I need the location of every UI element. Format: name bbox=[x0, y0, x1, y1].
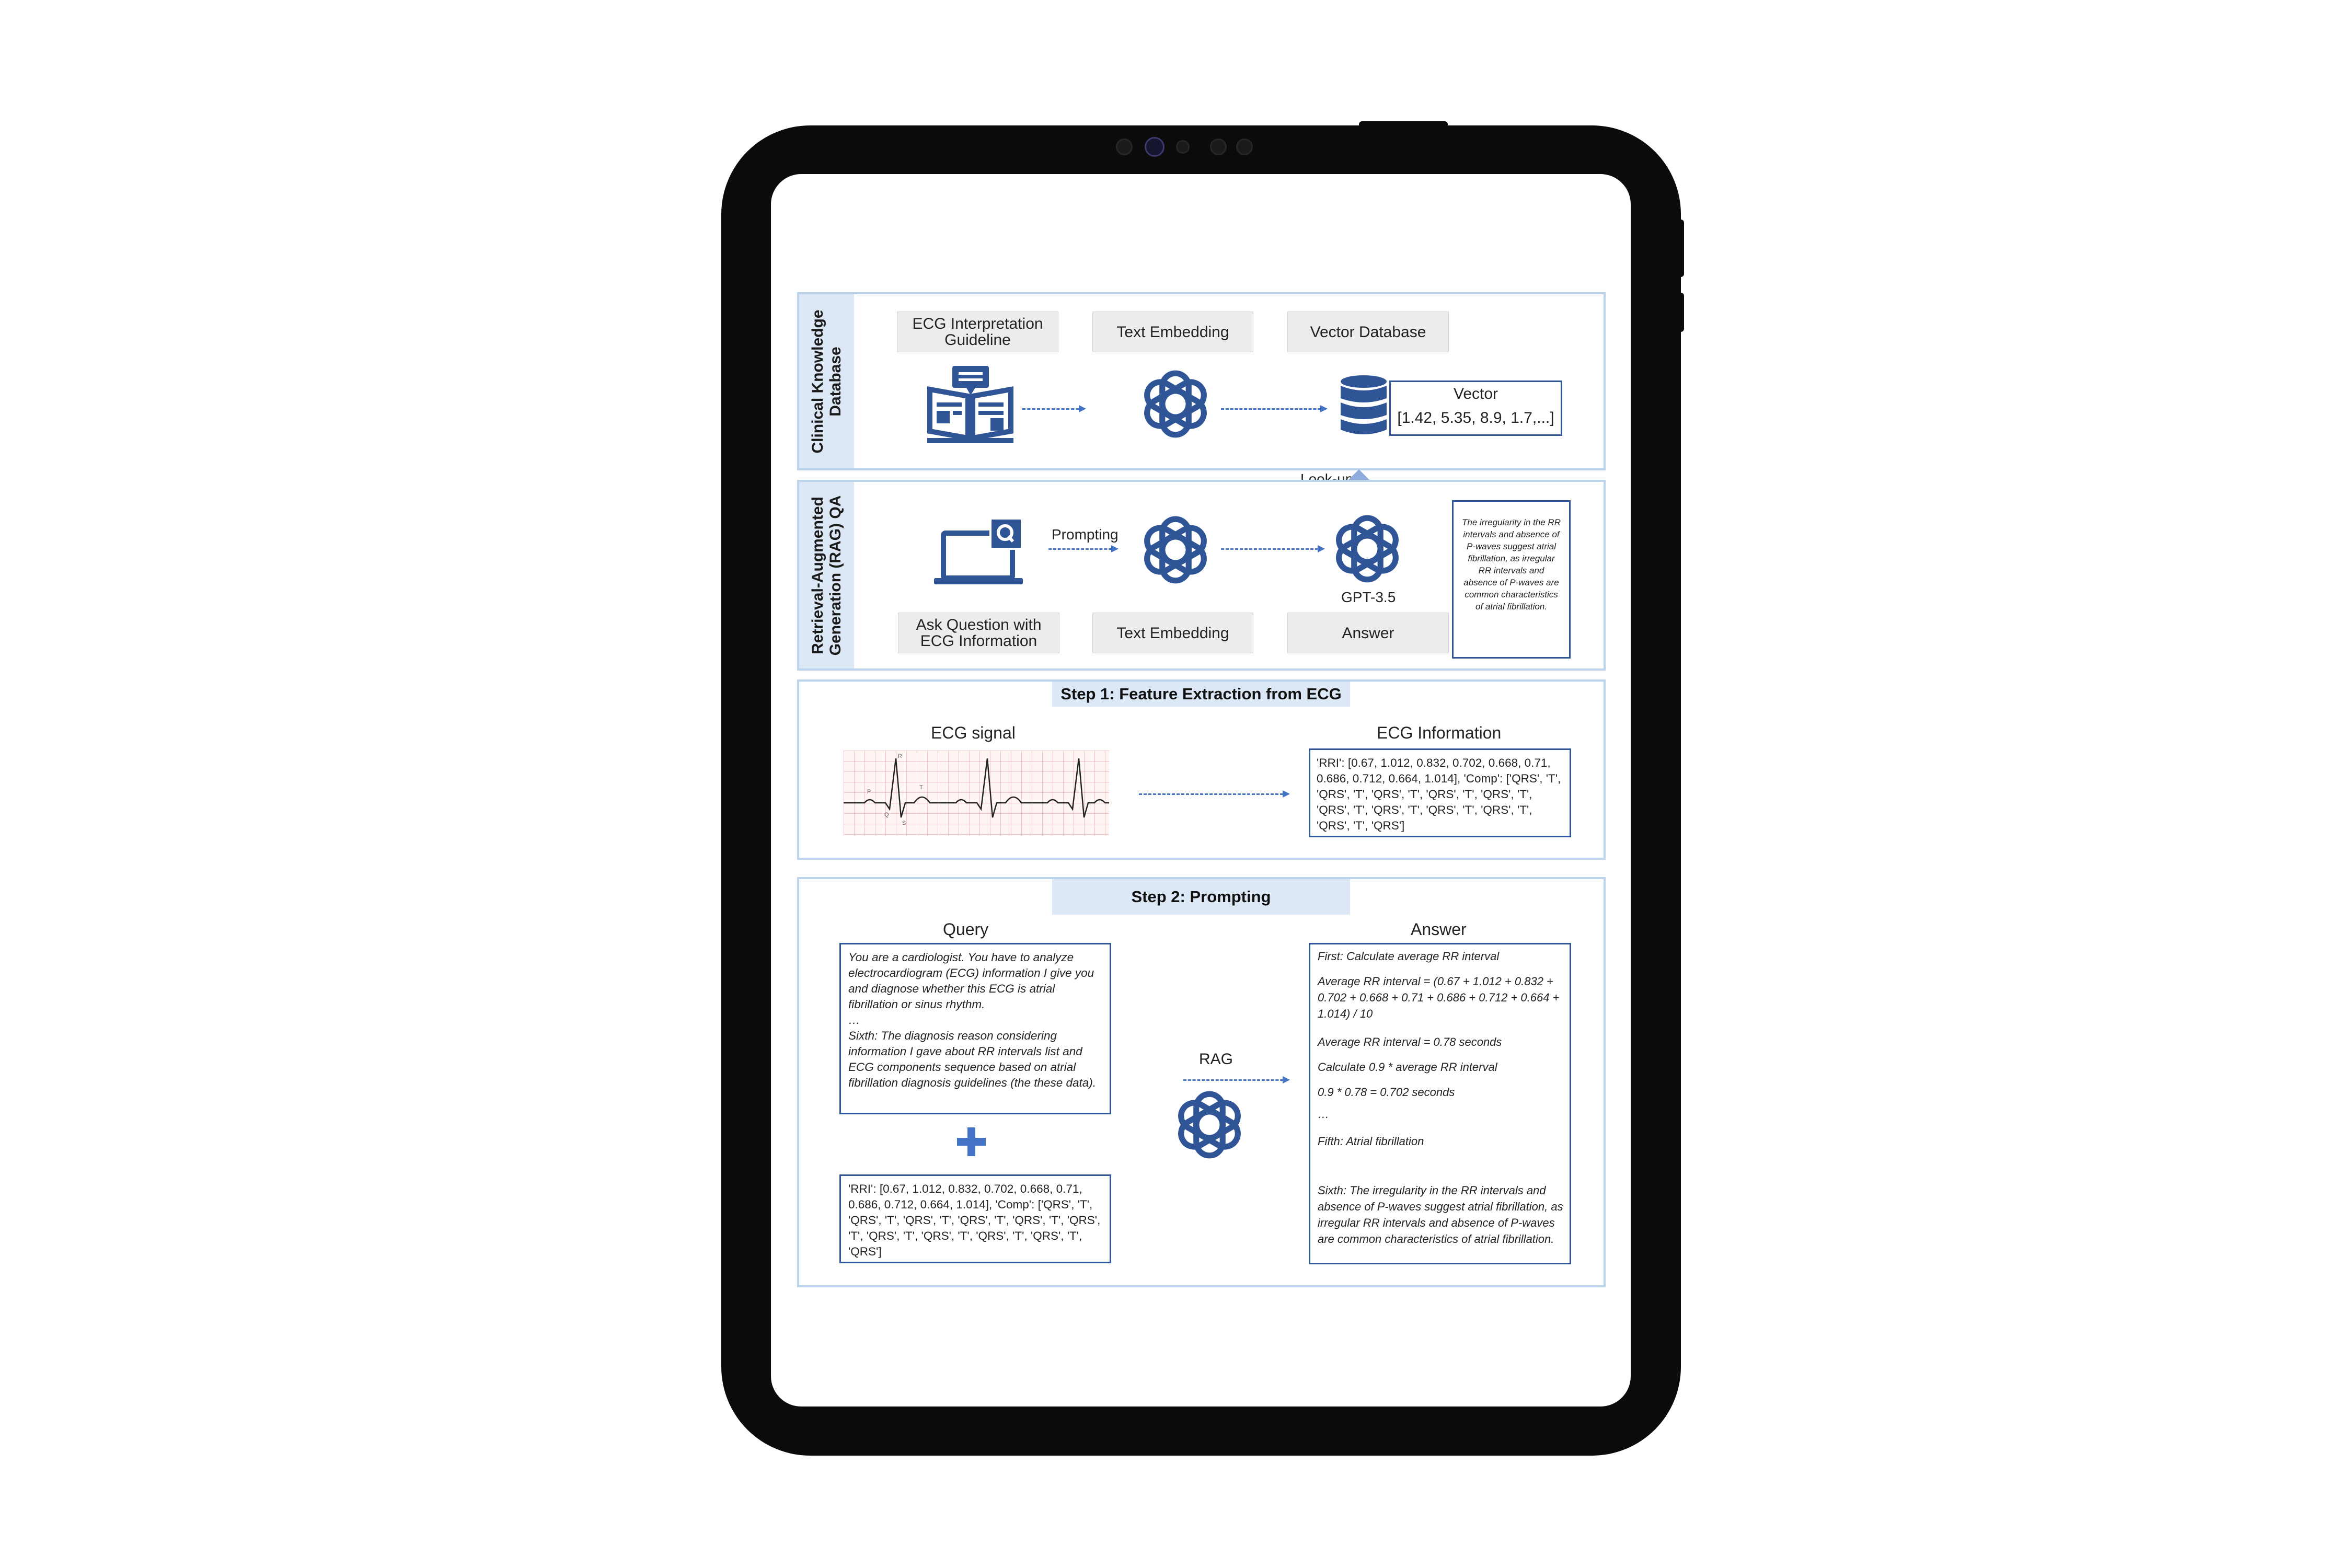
wave-label-r: R bbox=[898, 753, 902, 759]
answer-output-box: First: Calculate average RR interval Ave… bbox=[1309, 943, 1571, 1264]
wave-label-s: S bbox=[902, 820, 906, 826]
guideline-box: ECG Interpretation Guideline bbox=[897, 312, 1058, 352]
gpt-label: GPT-3.5 bbox=[1341, 589, 1396, 605]
tablet-screen: Clinical Knowledge Database ECG Interpre… bbox=[771, 174, 1631, 1406]
dashed-arrow bbox=[1022, 405, 1086, 412]
ecg-information-text: 'RRI': [0.67, 1.012, 0.832, 0.702, 0.668… bbox=[1317, 756, 1561, 832]
dashed-arrow bbox=[1139, 790, 1290, 798]
rag-label: RAG bbox=[1199, 1051, 1233, 1068]
ecg-data-text: 'RRI': [0.67, 1.012, 0.832, 0.702, 0.668… bbox=[848, 1182, 1101, 1258]
clinical-knowledge-panel: Clinical Knowledge Database ECG Interpre… bbox=[797, 292, 1606, 470]
answer-line: Average RR interval = 0.78 seconds bbox=[1318, 1035, 1502, 1048]
query-text: You are a cardiologist. You have to anal… bbox=[848, 951, 1097, 1089]
ask-question-box: Ask Question with ECG Information bbox=[898, 613, 1059, 653]
database-icon bbox=[1341, 375, 1387, 434]
answer-line: Sixth: The irregularity in the RR interv… bbox=[1318, 1184, 1563, 1246]
ecg-information-label: ECG Information bbox=[1377, 723, 1502, 742]
vector-values: [1.42, 5.35, 8.9, 1.7,...] bbox=[1397, 409, 1554, 426]
answer-label: Answer bbox=[1411, 920, 1467, 939]
ecg-information-box: 'RRI': [0.67, 1.012, 0.832, 0.702, 0.668… bbox=[1309, 748, 1571, 837]
side-button bbox=[1678, 293, 1684, 332]
vector-database-box: Vector Database bbox=[1287, 312, 1449, 352]
dashed-arrow bbox=[1221, 545, 1325, 552]
prompting-label: Prompting bbox=[1052, 526, 1119, 543]
dashed-arrow bbox=[1221, 405, 1328, 412]
clinical-knowledge-label: Clinical Knowledge Database bbox=[809, 309, 844, 454]
answer-line: … bbox=[1318, 1108, 1329, 1121]
camera-lens-icon bbox=[1145, 137, 1165, 157]
guideline-book-icon bbox=[927, 366, 1013, 443]
query-label: Query bbox=[943, 920, 989, 939]
answer-line: Fifth: Atrial fibrillation bbox=[1318, 1135, 1424, 1148]
answer-box: Answer bbox=[1287, 613, 1449, 653]
top-button bbox=[1359, 121, 1448, 128]
step1-title: Step 1: Feature Extraction from ECG bbox=[1052, 682, 1350, 707]
sensor-dot-icon bbox=[1176, 140, 1190, 154]
answer-line: 0.9 * 0.78 = 0.702 seconds bbox=[1318, 1086, 1455, 1099]
step2-title: Step 2: Prompting bbox=[1052, 879, 1350, 915]
step2-panel: Step 2: Prompting Query Answer You are a… bbox=[797, 877, 1606, 1287]
plus-icon bbox=[957, 1127, 986, 1156]
text-embedding-box: Text Embedding bbox=[1092, 613, 1253, 653]
rag-qa-panel: Retrieval-Augmented Generation (RAG) QA … bbox=[797, 480, 1606, 671]
answer-line: First: Calculate average RR interval bbox=[1318, 950, 1500, 963]
panel-side-label-bar: Clinical Knowledge Database bbox=[799, 294, 854, 468]
wave-label-p: P bbox=[867, 789, 871, 795]
rag-qa-label: Retrieval-Augmented Generation (RAG) QA bbox=[809, 495, 844, 655]
dashed-arrow bbox=[1048, 545, 1119, 552]
openai-logo-icon bbox=[1144, 516, 1207, 584]
gpt-openai-logo-icon bbox=[1336, 515, 1399, 583]
camera-dot-icon bbox=[1116, 139, 1133, 155]
panel-side-label-bar: Retrieval-Augmented Generation (RAG) QA bbox=[799, 482, 854, 668]
query-box: You are a cardiologist. You have to anal… bbox=[839, 943, 1111, 1114]
vector-box: Vector [1.42, 5.35, 8.9, 1.7,...] bbox=[1389, 381, 1562, 436]
ecg-signal-icon: P Q R S T bbox=[844, 751, 1109, 836]
wave-label-t: T bbox=[919, 785, 923, 791]
openai-logo-icon bbox=[1178, 1091, 1241, 1159]
camera-dot-icon bbox=[1236, 139, 1253, 155]
wave-label-q: Q bbox=[884, 812, 889, 818]
callout-text: The irregularity in the RR intervals and… bbox=[1462, 517, 1561, 612]
side-button bbox=[1678, 220, 1684, 277]
text-embedding-box: Text Embedding bbox=[1092, 312, 1253, 352]
tablet-device: Clinical Knowledge Database ECG Interpre… bbox=[721, 125, 1681, 1456]
answer-callout: The irregularity in the RR intervals and… bbox=[1452, 500, 1571, 659]
answer-line: Calculate 0.9 * average RR interval bbox=[1318, 1060, 1497, 1074]
laptop-question-icon bbox=[934, 518, 1023, 584]
vector-title: Vector bbox=[1453, 385, 1498, 402]
answer-line: Average RR interval = (0.67 + 1.012 + 0.… bbox=[1318, 975, 1560, 1020]
step1-panel: Step 1: Feature Extraction from ECG ECG … bbox=[797, 679, 1606, 860]
ecg-data-box: 'RRI': [0.67, 1.012, 0.832, 0.702, 0.668… bbox=[839, 1174, 1111, 1263]
openai-logo-icon bbox=[1144, 370, 1207, 438]
camera-dot-icon bbox=[1210, 139, 1227, 155]
dashed-arrow bbox=[1183, 1076, 1290, 1083]
ecg-signal-label: ECG signal bbox=[931, 723, 1016, 742]
